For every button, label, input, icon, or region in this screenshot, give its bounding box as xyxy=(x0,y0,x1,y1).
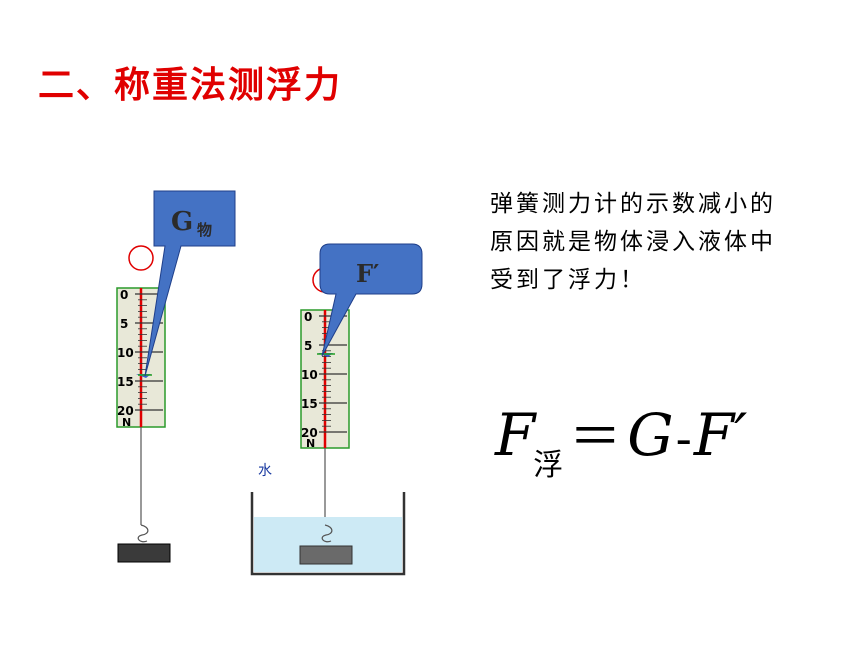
water-label: 水 xyxy=(258,463,272,479)
right-tick-label-0: 0 xyxy=(304,310,312,324)
left-tick-label-5: 5 xyxy=(120,317,128,331)
formula-f-prime: F′ xyxy=(693,401,748,469)
left-hook-ring xyxy=(128,245,154,271)
callout-g-object: G 物 xyxy=(144,190,236,377)
buoyancy-formula: F浮＝G-F′ xyxy=(495,395,747,485)
left-tick-label-15: 15 xyxy=(117,375,134,389)
right-weight-block xyxy=(299,545,353,565)
left-hook xyxy=(137,524,149,543)
right-tick-label-15: 15 xyxy=(301,397,318,411)
callout-f-prime: F′ xyxy=(319,243,423,357)
callout-g-sub: 物 xyxy=(197,221,212,239)
page-title: 二、称重法测浮力 xyxy=(38,65,343,106)
formula-f: F xyxy=(495,401,536,469)
left-tick-label-unit: N xyxy=(122,416,131,429)
callout-f-label: F′ xyxy=(356,259,379,288)
right-tick-label-10: 10 xyxy=(301,368,318,382)
right-hook xyxy=(321,524,333,543)
formula-minus: - xyxy=(675,411,692,467)
right-tick-label-20: 20 xyxy=(301,426,318,440)
formula-f-sub: 浮 xyxy=(533,448,564,483)
right-tick-label-unit: N xyxy=(306,437,315,450)
right-spring-scale: 0 5 10 15 20 N xyxy=(300,267,350,525)
beaker-outline xyxy=(250,492,406,576)
left-tick-label-10: 10 xyxy=(117,346,134,360)
formula-equals: ＝ xyxy=(569,408,622,468)
beaker: 水 xyxy=(250,463,406,576)
explanation-paragraph: 弹簧测力计的示数减小的原因就是物体浸入液体中受到了浮力！ xyxy=(490,191,776,293)
left-tick-label-0: 0 xyxy=(120,288,128,302)
formula-g: G xyxy=(627,401,674,469)
explanation-text: 弹簧测力计的示数减小的原因就是物体浸入液体中受到了浮力！ xyxy=(490,185,780,299)
left-tick-label-20: 20 xyxy=(117,404,134,418)
callout-g-label: G xyxy=(171,207,193,237)
left-weight-block xyxy=(117,543,171,563)
right-tick-label-5: 5 xyxy=(304,339,312,353)
